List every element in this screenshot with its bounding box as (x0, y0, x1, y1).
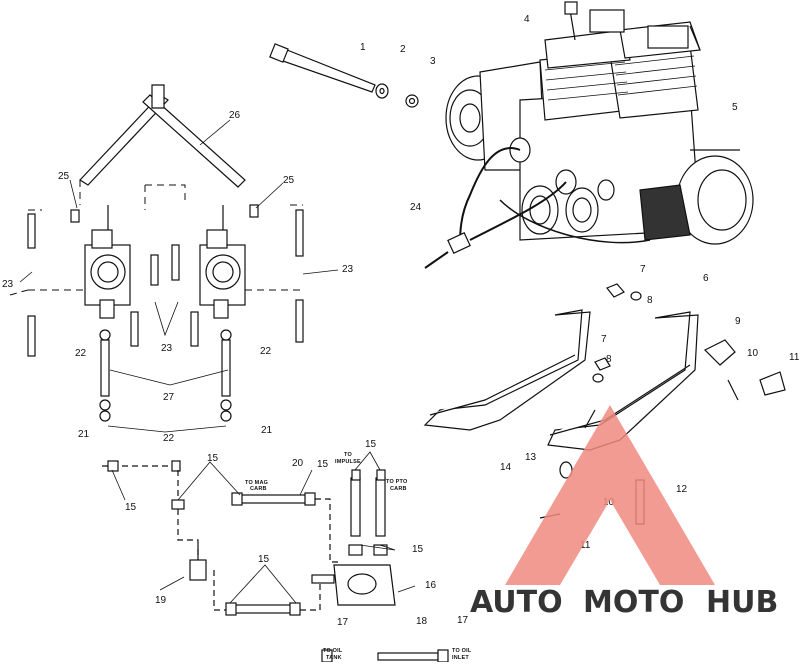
callout-23c: 23 (342, 264, 354, 275)
callout-8b: 8 (606, 354, 612, 365)
callout-11b: 11 (580, 540, 591, 551)
callout-22c: 22 (163, 433, 175, 444)
callout-8a: 8 (647, 295, 653, 306)
callout-5: 5 (732, 102, 738, 113)
callout-21a: 21 (78, 429, 90, 440)
callout-labels: 1 2 3 4 5 6 7 8 7 8 9 10 11 10 11 12 13 … (2, 14, 800, 628)
watermark-text-hub: HUB (706, 585, 778, 620)
watermark-logo: AUTO MOTO HUB (470, 405, 778, 620)
note-to-pto-carb-2: CARB (390, 486, 407, 492)
carburetor-dashed-lines (9, 180, 303, 296)
note-to-impulse-1: TO (344, 452, 352, 458)
carburetor-assembly (27, 84, 304, 422)
note-to-oil-tank-2: TANK (326, 655, 342, 661)
callout-20: 20 (292, 458, 304, 469)
note-to-mag-carb-2: CARB (250, 486, 267, 492)
callout-14: 14 (500, 462, 512, 473)
watermark-text-auto: AUTO (470, 585, 563, 620)
callout-15c: 15 (317, 459, 329, 470)
fuel-line-assembly (102, 460, 449, 663)
callout-17a: 17 (337, 617, 349, 628)
callout-15f: 15 (258, 554, 270, 565)
callout-26: 26 (229, 110, 241, 121)
callout-1: 1 (360, 42, 366, 53)
callout-15b: 15 (207, 453, 219, 464)
note-to-oil-tank-1: TO OIL (323, 648, 343, 654)
carburetor-leaders (19, 119, 339, 433)
callout-15a: 15 (125, 502, 137, 513)
note-to-oil-inlet-1: TO OIL (452, 648, 472, 654)
fuel-line-leaders (111, 451, 416, 604)
callout-17b: 17 (457, 615, 469, 626)
callout-11a: 11 (789, 352, 800, 363)
callout-13: 13 (525, 452, 537, 463)
callout-22b: 22 (260, 346, 272, 357)
callout-24: 24 (410, 202, 422, 213)
bolt-washer-nut (269, 43, 419, 108)
callout-23b: 23 (161, 343, 173, 354)
engine-assembly (424, 1, 754, 269)
callout-25b: 25 (283, 175, 295, 186)
callout-10b: 10 (603, 497, 615, 508)
callout-15e: 15 (412, 544, 424, 555)
callout-23a: 23 (2, 279, 14, 290)
callout-2: 2 (400, 44, 406, 55)
note-to-mag-carb-1: TO MAG (245, 480, 268, 486)
callout-16: 16 (425, 580, 437, 591)
engine-mounts (423, 283, 786, 525)
note-to-impulse-2: IMPULSE (335, 459, 361, 465)
callout-3: 3 (430, 56, 436, 67)
callout-7a: 7 (640, 264, 646, 275)
note-to-oil-inlet-2: INLET (452, 655, 469, 661)
callout-15d: 15 (365, 439, 377, 450)
callout-25a: 25 (58, 171, 70, 182)
callout-6: 6 (703, 273, 709, 284)
callout-22a: 22 (75, 348, 87, 359)
callout-19: 19 (155, 595, 167, 606)
callout-10a: 10 (747, 348, 759, 359)
callout-21b: 21 (261, 425, 273, 436)
note-to-pto-carb-1: TO PTO (386, 479, 408, 485)
callout-7b: 7 (601, 334, 607, 345)
callout-18: 18 (416, 616, 428, 627)
callout-9: 9 (735, 316, 741, 327)
callout-27: 27 (163, 392, 175, 403)
hose-destination-notes: TO MAG CARB TO IMPULSE TO PTO CARB TO OI… (245, 452, 472, 661)
callout-4: 4 (524, 14, 530, 25)
callout-12: 12 (676, 484, 688, 495)
watermark-text-moto: MOTO (583, 585, 684, 620)
